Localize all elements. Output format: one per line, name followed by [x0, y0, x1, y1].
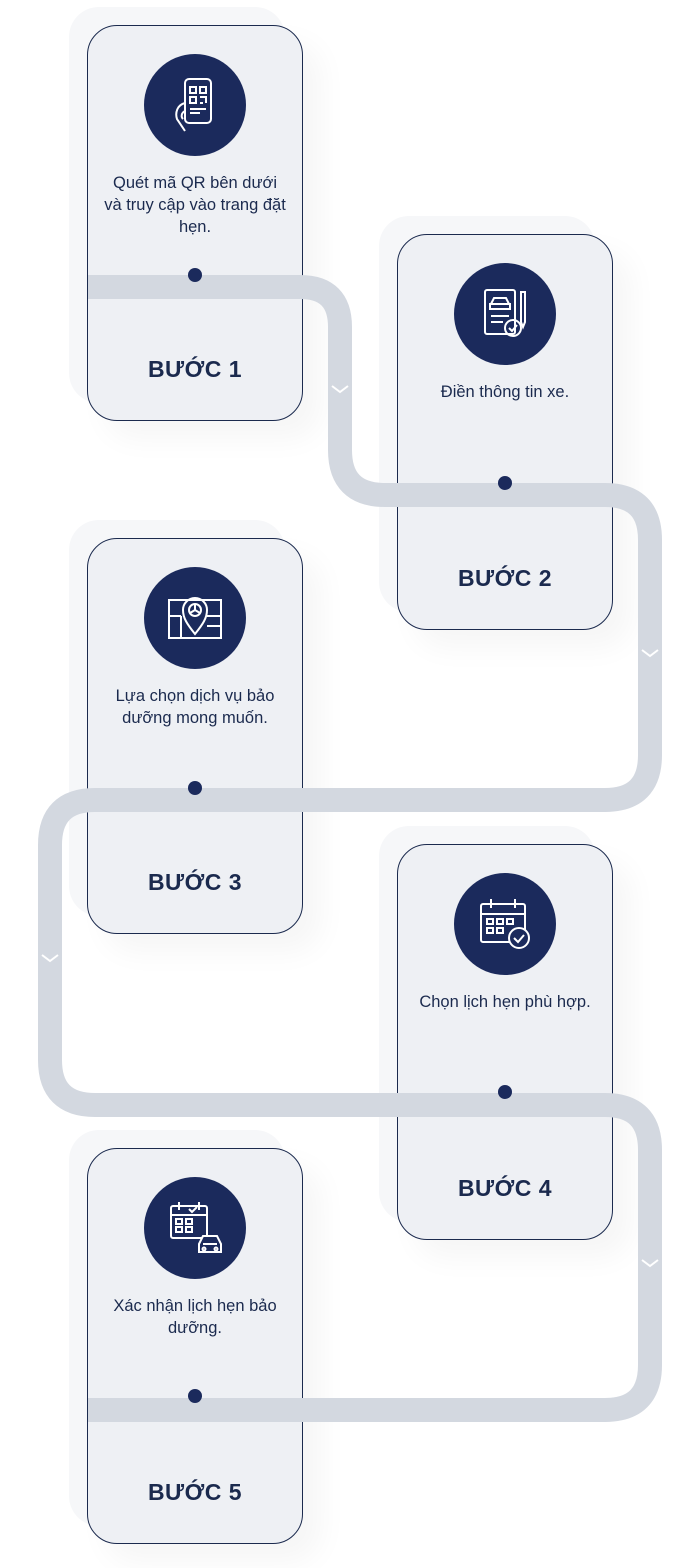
step-title: BƯỚC 1 — [147, 356, 243, 382]
calendar-check-icon — [454, 873, 556, 975]
track-chevron — [641, 649, 659, 658]
calendar-car-icon — [144, 1177, 246, 1279]
step-title: BƯỚC 4 — [457, 1175, 553, 1201]
qr-phone-icon — [144, 54, 246, 156]
track-chevron — [641, 1259, 659, 1268]
step-card-2: Điền thông tin xe. BƯỚC 2 — [397, 234, 613, 630]
vehicle-form-icon — [454, 263, 556, 365]
step-marker-dot — [188, 781, 202, 795]
step-card-3: Lựa chọn dịch vụ bảo dưỡng mong muốn. BƯ… — [87, 538, 303, 934]
step-description: Điền thông tin xe. — [440, 383, 570, 401]
step-card-4: Chọn lịch hẹn phù hợp. BƯỚC 4 — [397, 844, 613, 1240]
step-description: Xác nhận lịch hẹn bảo dưỡng. — [113, 1297, 277, 1337]
step-description: Quét mã QR bên dưới và truy cập vào tran… — [104, 174, 286, 236]
step-card-5: Xác nhận lịch hẹn bảo dưỡng. BƯỚC 5 — [87, 1148, 303, 1544]
step-marker-dot — [498, 476, 512, 490]
step-description: Chọn lịch hẹn phù hợp. — [419, 993, 591, 1011]
step-description: Lựa chọn dịch vụ bảo dưỡng mong muốn. — [115, 687, 275, 727]
step-marker-dot — [188, 268, 202, 282]
step-card-1: Quét mã QR bên dưới và truy cập vào tran… — [87, 25, 303, 421]
step-title: BƯỚC 2 — [457, 565, 553, 591]
step-title: BƯỚC 3 — [147, 869, 243, 895]
map-pin-icon — [144, 567, 246, 669]
track-chevron — [41, 954, 59, 963]
step-marker-dot — [498, 1085, 512, 1099]
step-marker-dot — [188, 1389, 202, 1403]
step-title: BƯỚC 5 — [147, 1479, 243, 1505]
track-chevron — [331, 385, 349, 394]
track-path — [38, 275, 662, 1422]
